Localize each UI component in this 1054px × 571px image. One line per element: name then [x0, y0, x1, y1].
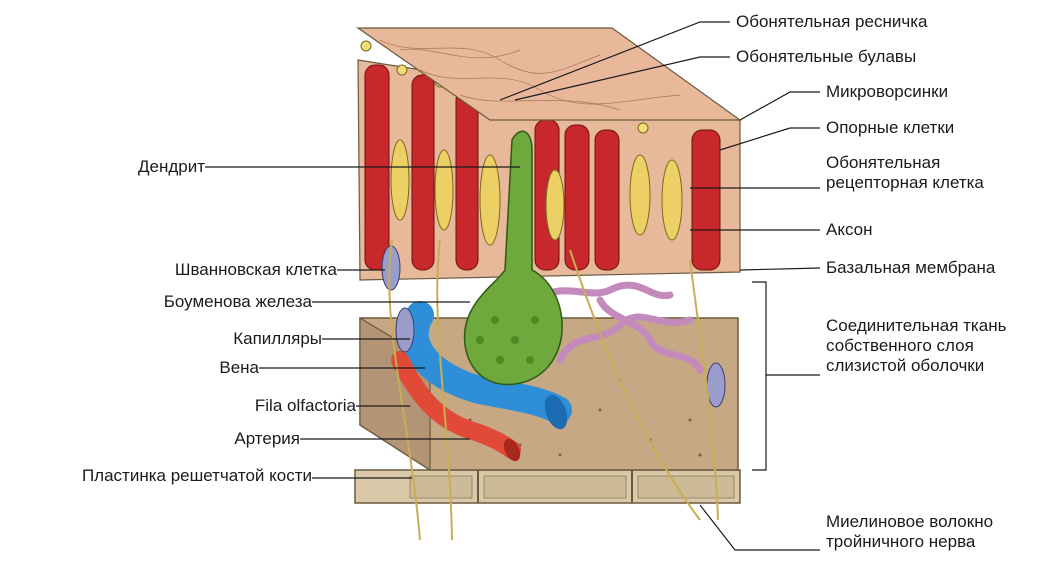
label-schwann-cell: Шванновская клетка: [175, 260, 337, 280]
label-receptor-cell: Обонятельная рецепторная клетка: [826, 153, 984, 193]
label-supporting-cells: Опорные клетки: [826, 118, 954, 138]
label-bowman-gland: Боуменова железа: [164, 292, 312, 312]
label-microvilli: Микроворсинки: [826, 82, 948, 102]
label-myelin-fiber: Миелиновое волокно тройничного нерва: [826, 512, 993, 552]
label-artery: Артерия: [234, 429, 300, 449]
label-basal-membrane: Базальная мембрана: [826, 258, 995, 278]
label-capillaries: Капилляры: [233, 329, 322, 349]
label-olfactory-knobs: Обонятельные булавы: [736, 47, 916, 67]
label-olfactory-cilium: Обонятельная ресничка: [736, 12, 927, 32]
label-axon: Аксон: [826, 220, 873, 240]
label-connective-tissue: Соединительная ткань собственного слоя с…: [826, 316, 1006, 376]
label-vein: Вена: [219, 358, 259, 378]
label-dendrite: Дендрит: [138, 157, 205, 177]
label-fila-olfactoria: Fila olfactoria: [255, 396, 356, 416]
label-cribriform-plate: Пластинка решетчатой кости: [82, 466, 312, 486]
